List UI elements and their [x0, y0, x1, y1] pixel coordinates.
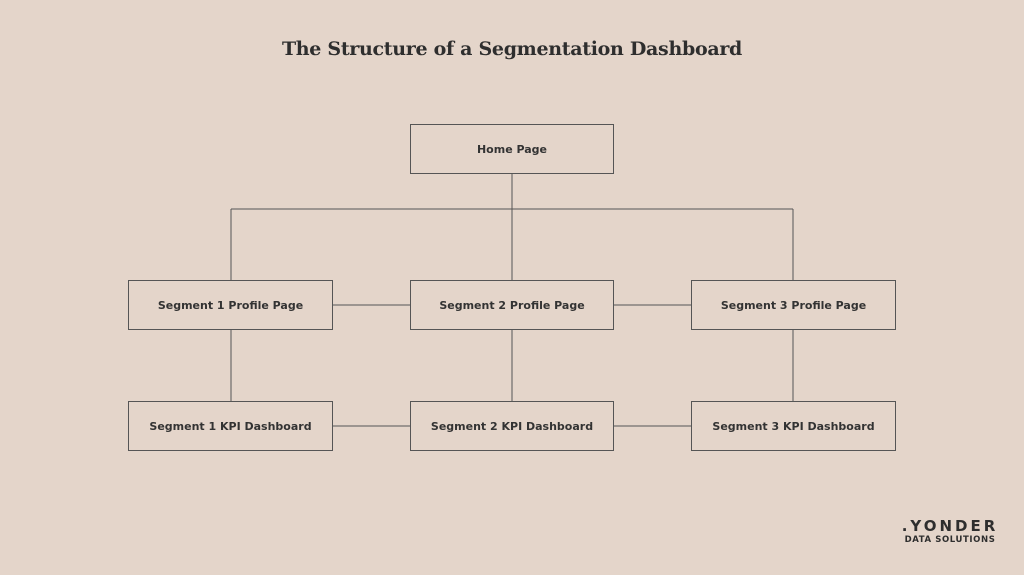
- node-segment-2-profile-page: Segment 2 Profile Page: [410, 280, 614, 330]
- node-segment-1-profile-page: Segment 1 Profile Page: [128, 280, 333, 330]
- logo-wordmark: .YONDER: [901, 517, 999, 535]
- diagram-title: The Structure of a Segmentation Dashboar…: [281, 38, 743, 60]
- node-segment-2-kpi-dashboard: Segment 2 KPI Dashboard: [410, 401, 614, 451]
- node-segment-1-kpi-dashboard: Segment 1 KPI Dashboard: [128, 401, 333, 451]
- logo-tagline: DATA SOLUTIONS: [904, 535, 996, 545]
- node-segment-3-profile-page: Segment 3 Profile Page: [691, 280, 896, 330]
- yonder-logo: .YONDER DATA SOLUTIONS: [890, 518, 1010, 546]
- node-home-page: Home Page: [410, 124, 614, 174]
- node-segment-3-kpi-dashboard: Segment 3 KPI Dashboard: [691, 401, 896, 451]
